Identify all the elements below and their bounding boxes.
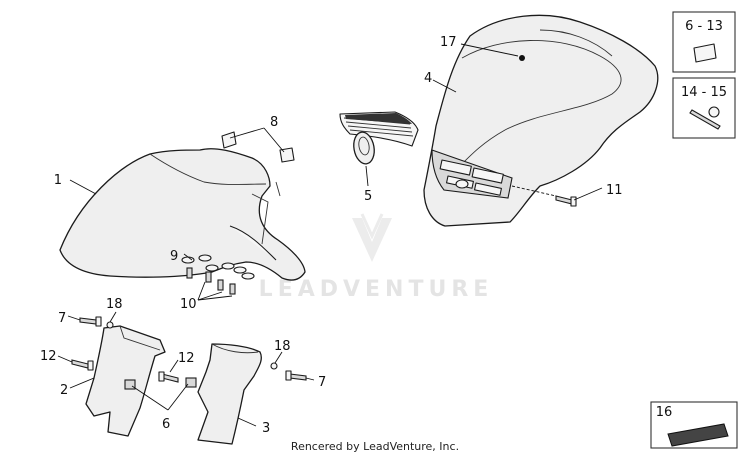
- spring-clips: [221, 131, 295, 163]
- callout-12b: 12: [178, 351, 195, 366]
- callout-11: 11: [606, 183, 623, 198]
- adhesive-pad-icon: [667, 423, 729, 447]
- callout-7b: 7: [318, 375, 326, 390]
- callout-17: 17: [440, 35, 457, 50]
- callout-8: 8: [270, 115, 278, 130]
- callout-3: 3: [262, 421, 270, 436]
- callout-1: 1: [54, 173, 62, 188]
- inset-14-15-label: 14 - 15: [681, 85, 727, 100]
- inset-6-13-label: 6 - 13: [685, 19, 723, 34]
- inset-16-label: 16: [656, 405, 673, 420]
- inner-panel-left: [85, 325, 166, 437]
- callout-labels: 1 8 9 10 4 17 5 11 7 12 2 18 12 6 3 18 7: [40, 35, 623, 436]
- emblem-dot: [519, 55, 525, 61]
- callout-9: 9: [170, 249, 178, 264]
- watermark-logo: LEADVENTURE: [259, 213, 494, 302]
- callout-5: 5: [364, 189, 372, 204]
- callout-7a: 7: [58, 311, 66, 326]
- callout-10: 10: [180, 297, 197, 312]
- callout-18b: 18: [274, 339, 291, 354]
- front-fender: [59, 148, 306, 281]
- callout-4: 4: [424, 71, 432, 86]
- callout-2: 2: [60, 383, 68, 398]
- footer-credit: Rencered by LeadVenture, Inc.: [291, 440, 459, 453]
- callout-6: 6: [162, 417, 170, 432]
- screw-icon: [689, 106, 721, 130]
- front-shield: [423, 14, 659, 227]
- horn-cover: [339, 111, 419, 165]
- watermark-text: LEADVENTURE: [259, 277, 494, 302]
- callout-18a: 18: [106, 297, 123, 312]
- leader-lines: [57, 43, 603, 427]
- clip-nut-icon: [693, 43, 717, 63]
- panel-hardware: [71, 195, 577, 383]
- fender-hardware: [181, 254, 255, 295]
- inset-14-15: 14 - 15: [672, 77, 736, 139]
- inset-16: 16: [650, 401, 738, 449]
- inset-6-13: 6 - 13: [672, 11, 736, 73]
- callout-12a: 12: [40, 349, 57, 364]
- inner-panel-right: [185, 343, 262, 445]
